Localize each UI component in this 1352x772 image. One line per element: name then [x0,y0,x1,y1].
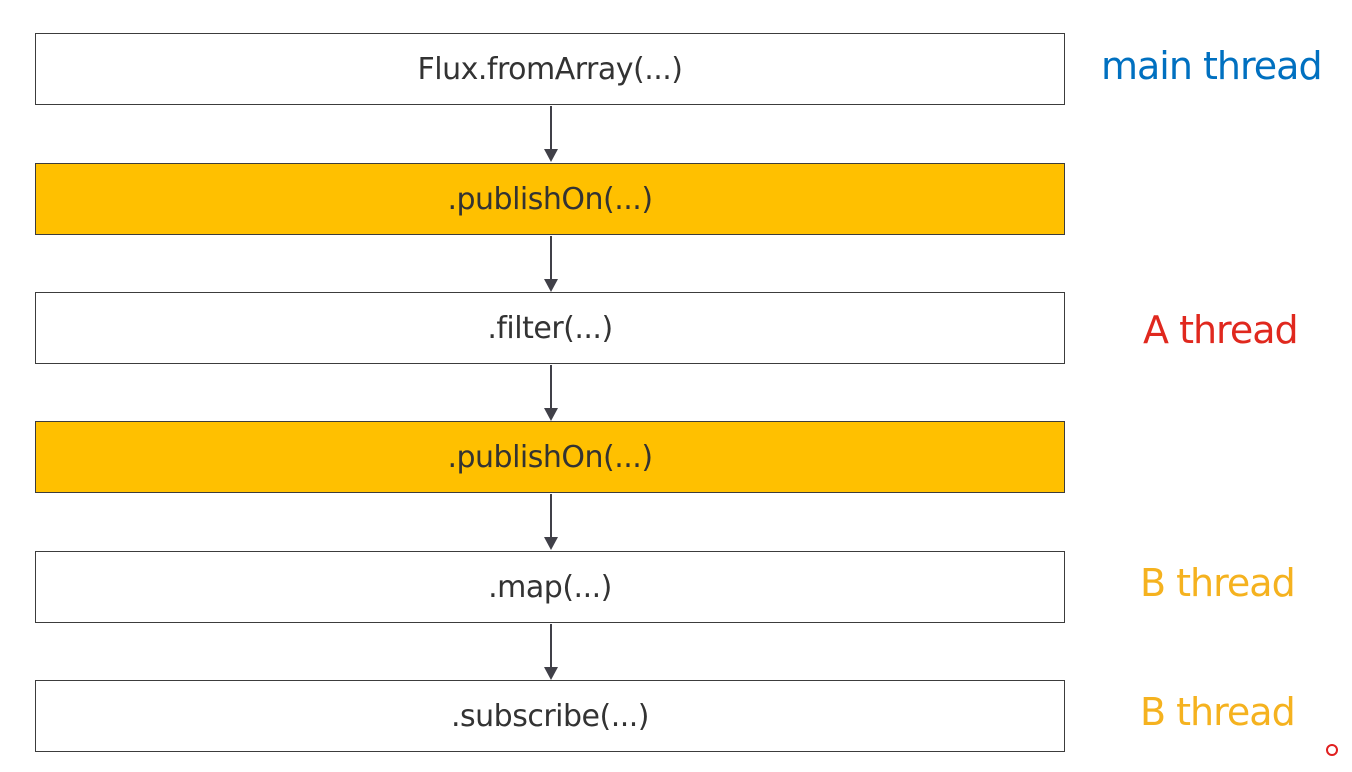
step-label: Flux.fromArray(...) [417,51,683,87]
thread-label-main: main thread [1101,44,1323,88]
step-filter: .filter(...) [35,292,1065,364]
flow-arrow [544,365,558,421]
step-label: .map(...) [488,569,612,605]
step-flux-fromarray: Flux.fromArray(...) [35,33,1065,105]
step-label: .filter(...) [487,310,613,346]
flow-arrow [544,236,558,292]
step-subscribe: .subscribe(...) [35,680,1065,752]
thread-label-b-subscribe: B thread [1140,690,1296,734]
step-map: .map(...) [35,551,1065,623]
step-label: .publishOn(...) [447,439,653,475]
thread-label-a: A thread [1143,308,1299,352]
thread-label-b-map: B thread [1140,561,1296,605]
flow-arrow [544,106,558,162]
pointer-cursor-icon [1326,744,1338,756]
step-publishon-second: .publishOn(...) [35,421,1065,493]
step-label: .subscribe(...) [450,698,650,734]
step-publishon: .publishOn(...) [35,163,1065,235]
step-label: .publishOn(...) [447,181,653,217]
flow-arrow [544,494,558,550]
flow-arrow [544,624,558,680]
